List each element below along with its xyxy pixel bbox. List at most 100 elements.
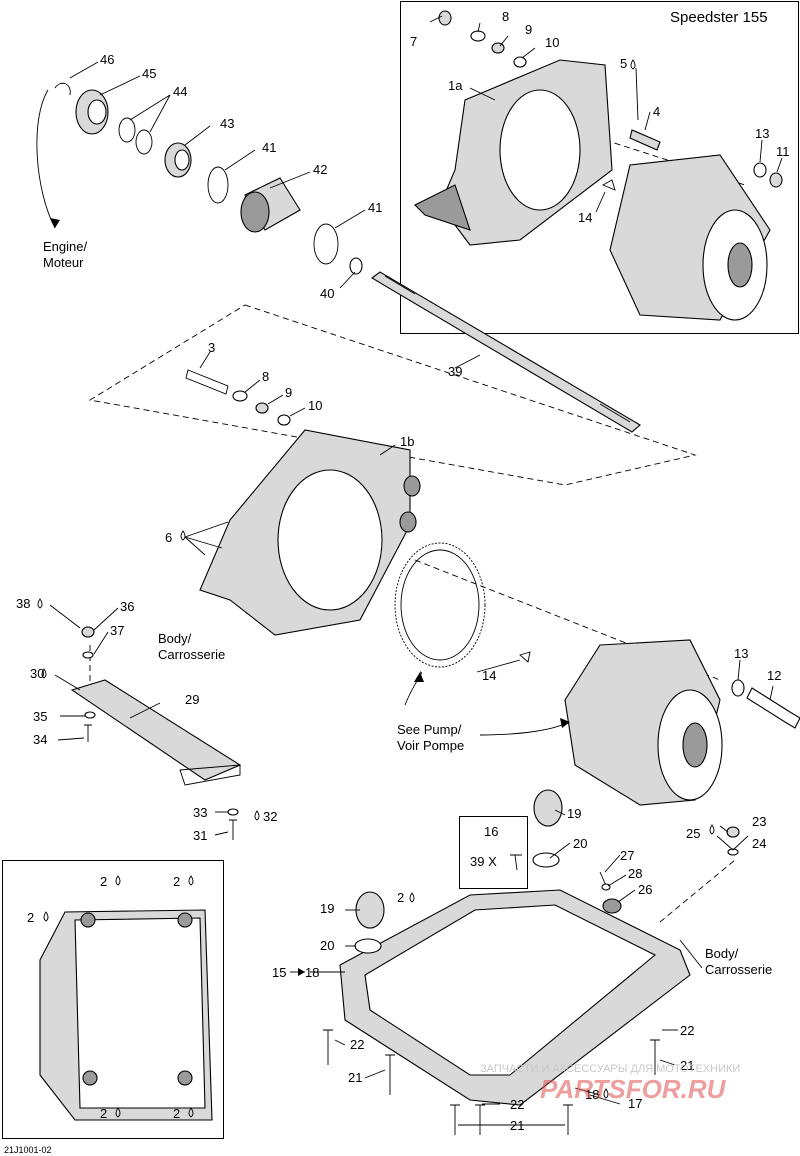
callout-9a: 9: [525, 22, 532, 37]
screw-34: [84, 724, 92, 742]
drop-icon: [254, 810, 260, 821]
pump-note-line2: Voir Pompe: [397, 738, 464, 753]
o-ring-44b: [135, 129, 153, 155]
callout-16: 16: [484, 824, 498, 839]
callout-46: 46: [100, 52, 114, 67]
pump-note-line1: See Pump/: [397, 722, 462, 737]
screw-qty-box: [459, 816, 528, 889]
washer-13b: [731, 679, 745, 697]
callout-8b: 8: [262, 369, 269, 384]
washer-35: [84, 711, 96, 719]
drop-icon: [37, 598, 43, 609]
nut-36: [81, 626, 95, 638]
callout-14b: 14: [482, 668, 496, 683]
callout-21c: 21: [510, 1118, 524, 1133]
clamp-41a: [207, 166, 229, 204]
screw-16: [510, 854, 522, 871]
body-note2-line1: Body/: [705, 946, 739, 961]
o-ring-20a: [354, 938, 382, 954]
spacer-40: [349, 257, 363, 275]
callout-38: 38: [16, 596, 30, 611]
callout-35: 35: [33, 709, 47, 724]
body-note2-line2: Carrosserie: [705, 962, 772, 977]
ring-gear: [394, 542, 486, 668]
bolt-21b: [385, 1054, 395, 1095]
callout-21a: 21: [348, 1070, 362, 1085]
callout-20b: 20: [573, 836, 587, 851]
callout-10a: 10: [545, 35, 559, 50]
washer-10b: [277, 414, 291, 426]
fitting-19b: [533, 789, 563, 827]
watermark-line1: ЗАПЧАСТИ И АКСЕССУАРЫ ДЛЯ МОТОТЕХНИКИ: [480, 1063, 740, 1075]
callout-1b: 1b: [400, 434, 414, 449]
grommet-26: [602, 898, 622, 914]
drop-icon: [188, 875, 194, 886]
stud-4: [629, 129, 661, 151]
clamp-41b: [313, 223, 339, 265]
o-ring-20b: [532, 852, 560, 868]
callout-13a: 13: [755, 126, 769, 141]
washer-37: [82, 651, 94, 659]
callout-34: 34: [33, 732, 47, 747]
bolt-21d: [475, 1104, 485, 1135]
callout-43: 43: [220, 116, 234, 131]
callout-13b: 13: [734, 646, 748, 661]
figure-code: 21J1001-02: [4, 1145, 52, 1155]
bolt-3: [185, 369, 229, 395]
callout-19a: 19: [320, 901, 334, 916]
callout-20a: 20: [320, 938, 334, 953]
inset-title: Speedster 155: [670, 9, 768, 26]
engine-arrowhead: [50, 218, 60, 228]
nut-23: [726, 826, 740, 838]
callout-32: 32: [263, 809, 277, 824]
callout-2-main: 2: [397, 890, 404, 905]
drop-icon: [188, 1107, 194, 1118]
callout-4: 4: [653, 104, 660, 119]
drop-icon: [709, 824, 715, 835]
callout-40: 40: [320, 286, 334, 301]
callout-26: 26: [638, 882, 652, 897]
washer-33: [227, 808, 239, 816]
o-ring-44a: [118, 117, 136, 143]
pump-arrow-2: [479, 721, 569, 736]
ring-46: [54, 82, 71, 96]
washer-9a: [491, 42, 505, 54]
callout-25: 25: [686, 826, 700, 841]
callout-23: 23: [752, 814, 766, 829]
callout-12: 12: [767, 668, 781, 683]
callout-29: 29: [185, 692, 199, 707]
drop-icon: [41, 668, 47, 679]
bolt-21f: [650, 1039, 660, 1075]
washer-24: [727, 848, 739, 856]
callout-33: 33: [193, 805, 207, 820]
callout-18a: 18: [305, 965, 319, 980]
callout-42: 42: [313, 162, 327, 177]
fitting-19a: [355, 891, 385, 929]
callout-10b: 10: [308, 398, 322, 413]
callout-22a: 22: [350, 1037, 364, 1052]
callout-1a: 1a: [448, 78, 463, 93]
bolt-21a: [323, 1029, 333, 1065]
callout-18b: 18: [585, 1087, 599, 1102]
bolt-12: [746, 687, 800, 729]
washer-28: [601, 883, 611, 891]
body-note1-line2: Carrosserie: [158, 647, 225, 662]
nut-7: [438, 10, 452, 26]
washer-8b: [232, 390, 248, 402]
callout-27: 27: [620, 848, 634, 863]
callout-39: 39: [448, 364, 462, 379]
body-note1-line1: Body/: [158, 631, 192, 646]
drop-icons: [37, 59, 715, 1118]
shaft-assembly-dash: [88, 304, 697, 486]
speedster-inset-frame: [400, 1, 799, 334]
callout-19b: 19: [567, 806, 581, 821]
washer-8a: [470, 30, 486, 42]
bolt-21c: [450, 1104, 460, 1135]
callout-5: 5: [620, 56, 627, 71]
callout-2-inset-d: 2: [100, 1106, 107, 1121]
callout-37: 37: [110, 623, 124, 638]
callout-8a: 8: [502, 9, 509, 24]
clip-14b: [519, 651, 531, 663]
callout-labels: 46 45 44 43 41 42 41 40 39 3 8 9 10 1b 6…: [16, 9, 790, 1133]
